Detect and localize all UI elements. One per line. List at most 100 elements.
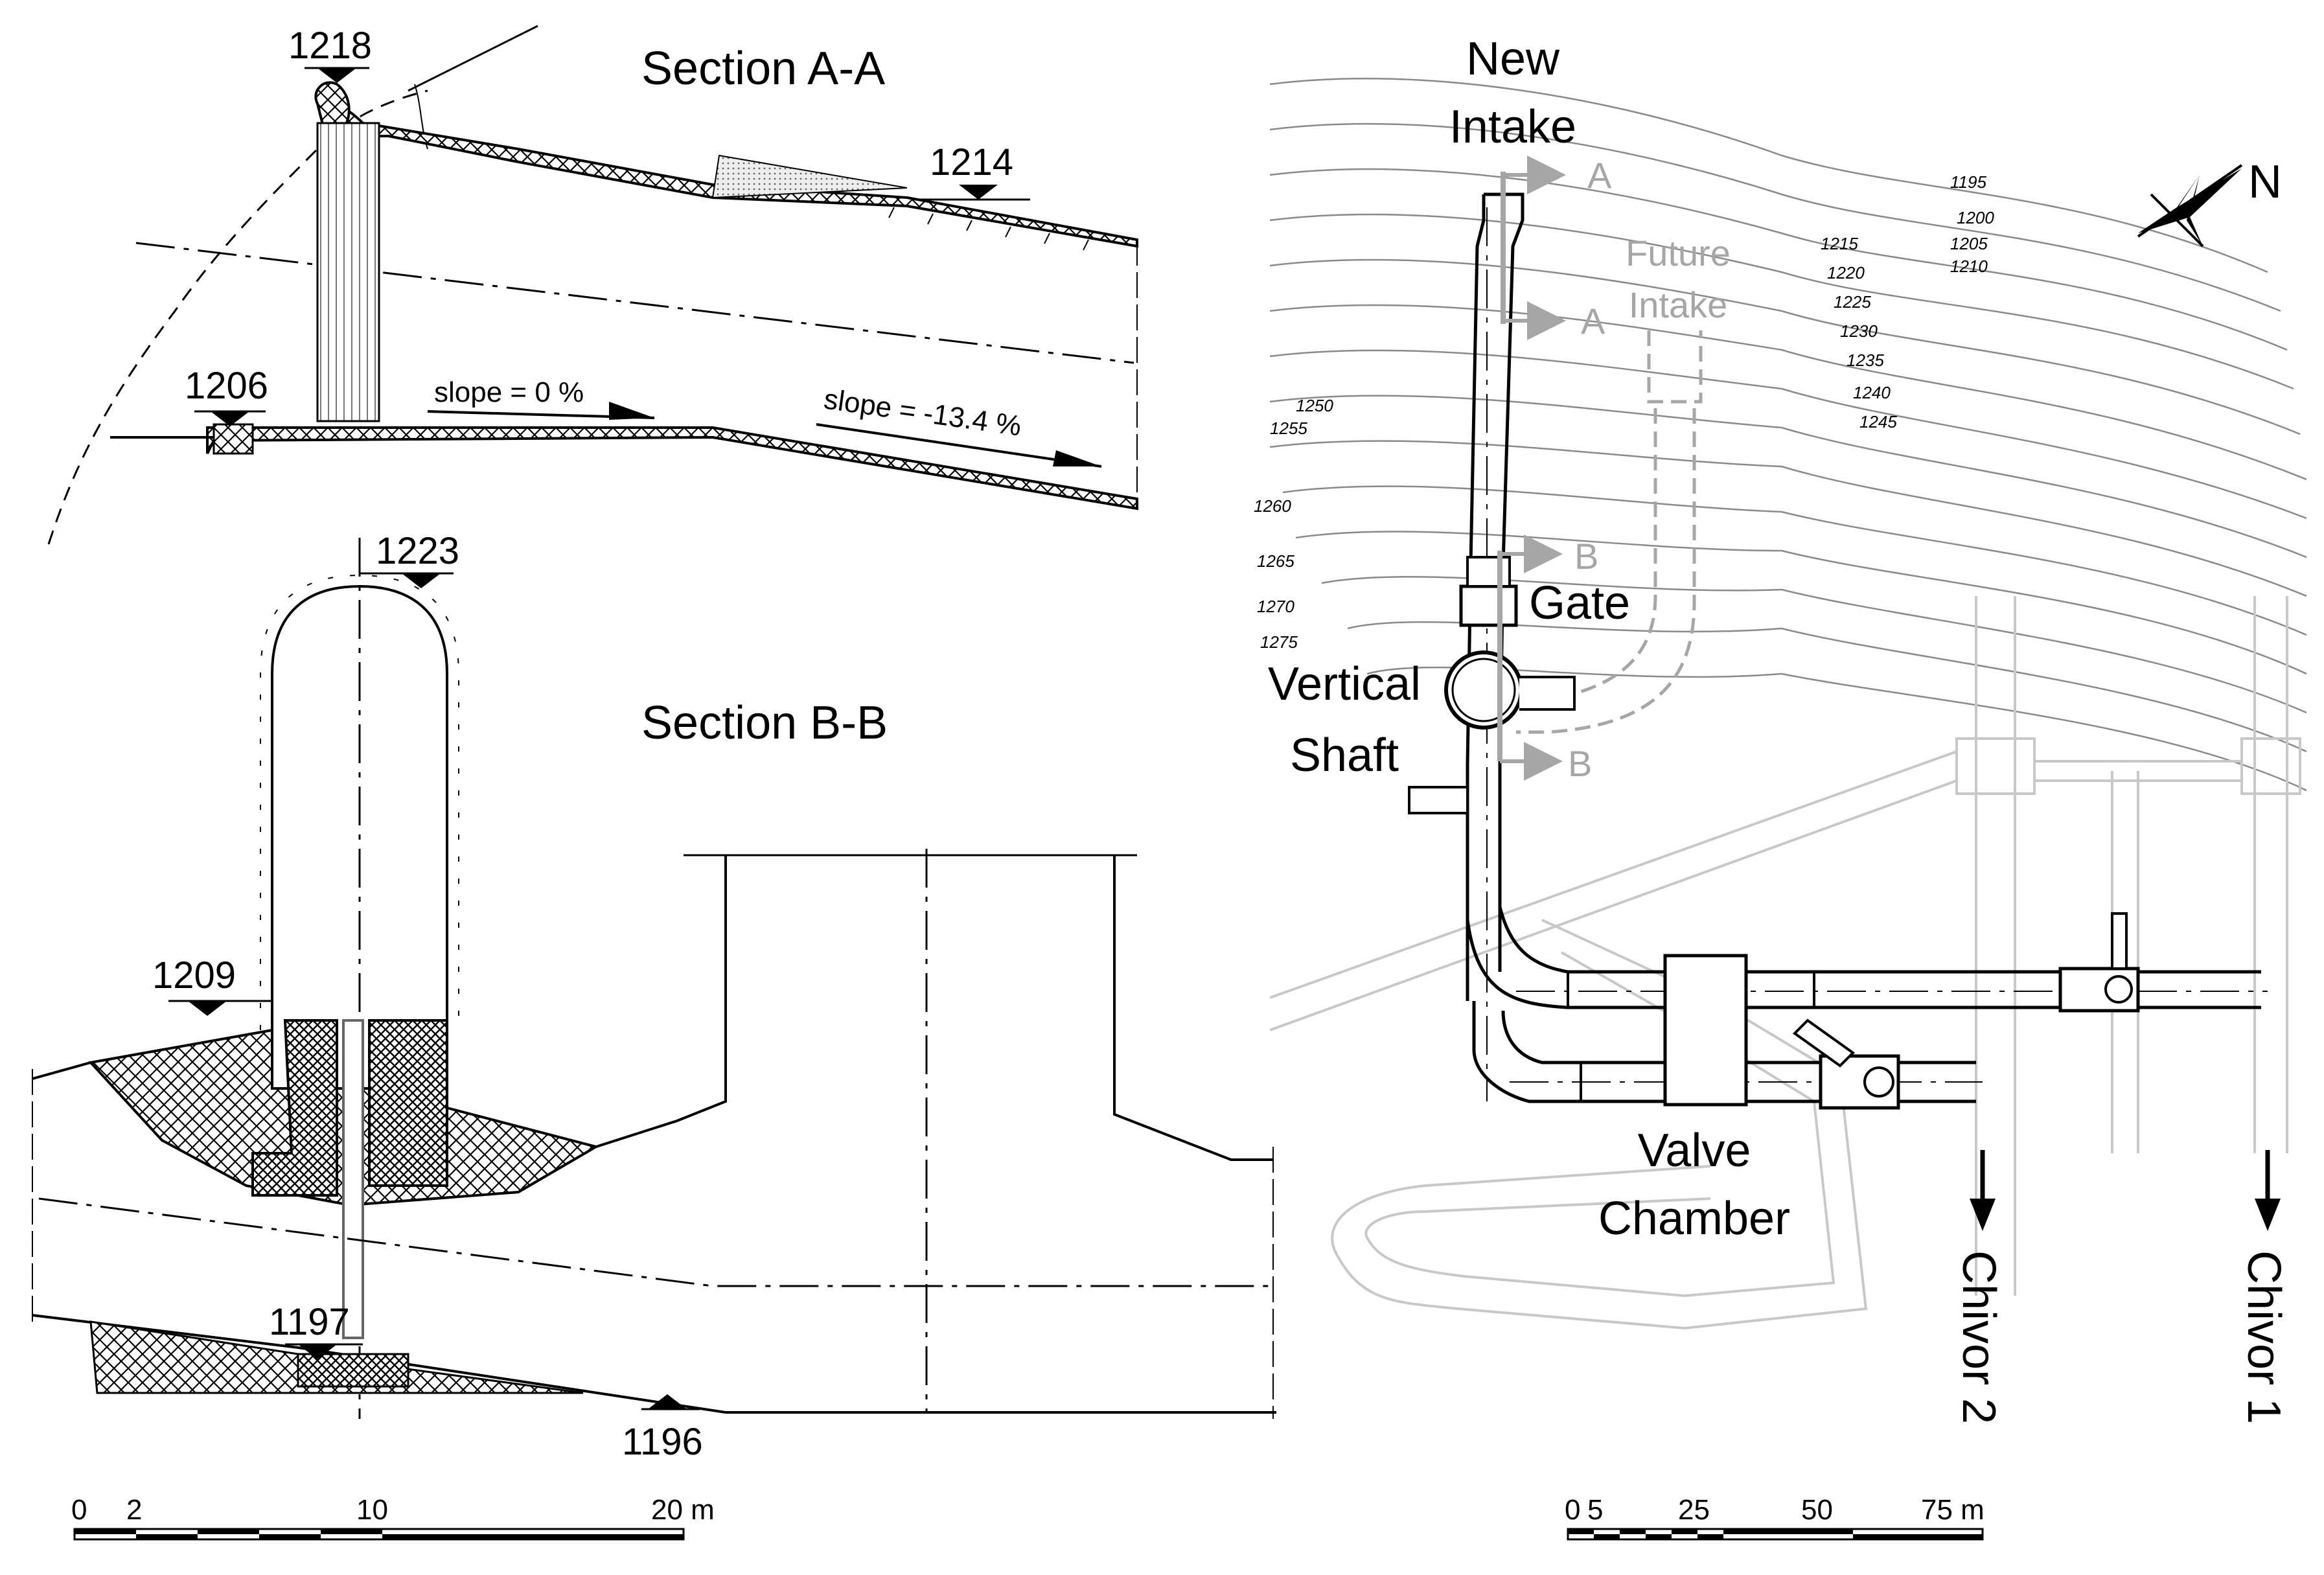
svg-text:1245: 1245 [1859, 412, 1897, 431]
transition-wedge [711, 154, 908, 199]
contour-label-group: 1195 1200 1205 1210 1215 1220 1225 1230 … [1254, 172, 1994, 652]
elevation-marker-1214: 1214 [920, 141, 1030, 201]
scale-bar-right: 0 5 25 50 75 m [1565, 1494, 1985, 1541]
invert-lining [89, 1320, 584, 1394]
centerline-b-b [38, 1197, 1273, 1287]
section-a-a-title: Section A-A [641, 43, 885, 95]
label-future-intake-1: Future [1626, 233, 1731, 273]
svg-text:1197: 1197 [269, 1301, 350, 1343]
svg-text:B: B [1574, 536, 1598, 577]
svg-text:1255: 1255 [1270, 419, 1307, 438]
valve-upper [2058, 912, 2140, 1013]
elevation-marker-1218: 1218 [288, 25, 372, 83]
invert-core [297, 1353, 409, 1388]
rock-ticks [888, 207, 1089, 251]
svg-text:1220: 1220 [1827, 263, 1865, 282]
svg-text:10: 10 [356, 1494, 388, 1526]
plug-right-core [368, 1019, 448, 1187]
svg-text:1215: 1215 [1821, 234, 1858, 253]
elevation-marker-1206: 1206 [185, 365, 268, 426]
svg-text:A: A [1587, 155, 1612, 196]
svg-text:1195: 1195 [1950, 172, 1986, 192]
svg-text:1235: 1235 [1847, 351, 1884, 370]
section-a-a: Section A-A 1218 1214 [47, 25, 1138, 545]
pipe-joints [1567, 972, 1822, 1101]
svg-text:Chivor 2: Chivor 2 [1953, 1250, 2005, 1424]
svg-text:1196: 1196 [622, 1421, 703, 1463]
svg-text:B: B [1568, 743, 1592, 784]
chivor-2-indicator: Chivor 2 [1953, 1150, 2005, 1424]
svg-text:1240: 1240 [1853, 383, 1891, 402]
svg-text:1205: 1205 [1950, 234, 1988, 253]
scale-bar-left: 0 2 10 20 m [71, 1494, 715, 1541]
terrain-line [408, 25, 538, 92]
svg-text:slope = 0 %: slope = 0 % [434, 376, 584, 408]
label-future-intake-2: Intake [1629, 284, 1728, 325]
svg-text:1209: 1209 [152, 954, 236, 996]
shaft-adit [1519, 676, 1576, 711]
svg-text:1265: 1265 [1257, 551, 1294, 571]
svg-text:25: 25 [1678, 1494, 1710, 1526]
section-marker-a: A A [1501, 155, 1612, 341]
svg-text:1210: 1210 [1950, 257, 1988, 276]
svg-text:N: N [2248, 156, 2282, 208]
north-arrow-icon: N [2137, 156, 2282, 247]
elevation-marker-1197: 1197 [269, 1301, 363, 1359]
gate-collar [1466, 556, 1511, 588]
elevation-marker-1223: 1223 [360, 530, 459, 588]
svg-text:1206: 1206 [185, 365, 268, 407]
svg-text:1223: 1223 [376, 530, 459, 572]
vertical-shaft-inner [1451, 658, 1516, 722]
svg-text:50: 50 [1801, 1494, 1833, 1526]
tunnel-invert [32, 1314, 1276, 1414]
label-gate: Gate [1529, 577, 1630, 629]
gate-slot [316, 122, 380, 422]
elevation-marker-1209: 1209 [152, 954, 272, 1016]
svg-text:5: 5 [1587, 1494, 1603, 1526]
valve-chamber-block [1663, 954, 1748, 1107]
svg-text:1260: 1260 [1254, 496, 1291, 516]
slope-0-indicator: slope = 0 % [427, 376, 655, 420]
tunnel-top-left [32, 1061, 91, 1080]
svg-text:0: 0 [71, 1494, 87, 1526]
chivor-1-indicator: Chivor 1 [2238, 1150, 2290, 1424]
contour-lines [1269, 78, 2307, 792]
svg-text:0: 0 [1565, 1494, 1580, 1526]
svg-text:1270: 1270 [1257, 597, 1294, 616]
section-b-b-title: Section B-B [641, 697, 888, 749]
svg-text:75 m: 75 m [1921, 1494, 1985, 1526]
svg-text:1200: 1200 [1957, 208, 1994, 227]
centerline-a-a [135, 242, 1134, 364]
svg-text:1275: 1275 [1260, 632, 1298, 652]
label-valve-chamber-1: Valve [1638, 1125, 1751, 1177]
plan-view: 1195 1200 1205 1210 1215 1220 1225 1230 … [1254, 33, 2307, 1424]
section-marker-b: B B [1497, 535, 1598, 784]
valve-lower [1792, 1018, 1900, 1110]
new-tunnel-main [1466, 192, 2261, 1103]
label-new-intake-1: New [1466, 33, 1560, 85]
label-new-intake-2: Intake [1449, 101, 1576, 153]
chamber-right-wall [1113, 855, 1273, 1161]
svg-text:1230: 1230 [1840, 321, 1878, 341]
side-adit [1408, 786, 1469, 814]
invert-step [213, 423, 254, 455]
svg-text:A: A [1581, 301, 1605, 341]
svg-text:1214: 1214 [930, 141, 1013, 183]
elevation-marker-1196: 1196 [622, 1394, 703, 1463]
label-vertical-shaft-1: Vertical [1268, 658, 1421, 710]
chamber-left-wall [595, 855, 727, 1148]
svg-text:2: 2 [126, 1494, 142, 1526]
svg-text:1218: 1218 [288, 25, 372, 67]
shaft-pipe [342, 1019, 364, 1339]
label-vertical-shaft-2: Shaft [1290, 730, 1399, 781]
label-valve-chamber-2: Chamber [1598, 1193, 1790, 1245]
svg-text:slope = -13.4 %: slope = -13.4 % [822, 383, 1024, 442]
svg-text:Chivor 1: Chivor 1 [2238, 1250, 2290, 1424]
plug-left-core [251, 1019, 338, 1197]
svg-text:1250: 1250 [1296, 396, 1333, 415]
svg-text:20 m: 20 m [651, 1494, 715, 1526]
existing-tunnels-faint [1269, 596, 2301, 1330]
section-b-b: Section B-B 1223 1209 [32, 530, 1276, 1463]
svg-text:1225: 1225 [1834, 292, 1871, 312]
